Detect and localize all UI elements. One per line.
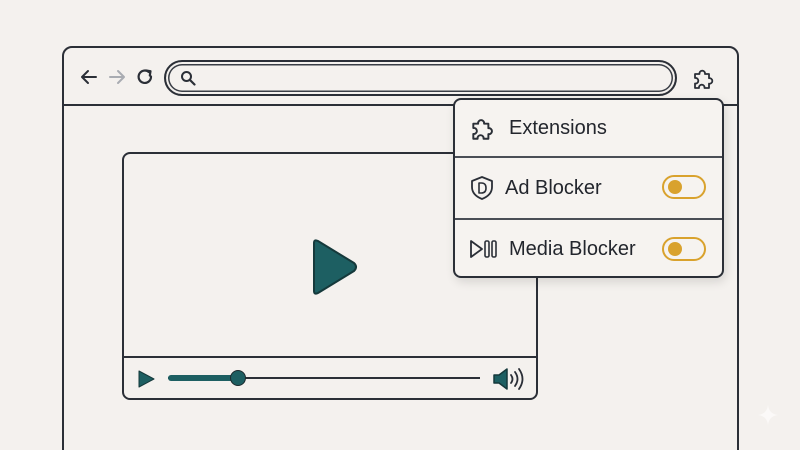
address-bar[interactable] (164, 60, 677, 96)
shield-icon (469, 175, 495, 201)
reload-icon (137, 69, 153, 85)
extension-label: Ad Blocker (505, 176, 602, 199)
extensions-popup-title: Extensions (509, 116, 607, 139)
video-controls (124, 356, 536, 398)
progress-fill (168, 375, 238, 381)
arrow-left-icon (81, 70, 97, 84)
play-icon (138, 370, 155, 388)
forward-button[interactable] (106, 66, 128, 88)
extensions-button[interactable] (690, 64, 718, 92)
play-pause-icon (469, 237, 499, 261)
arrow-right-icon (109, 70, 125, 84)
media-blocker-toggle[interactable] (662, 237, 706, 261)
ad-blocker-toggle[interactable] (662, 175, 706, 199)
play-icon (313, 239, 357, 295)
extensions-popup-header: Extensions (455, 100, 722, 158)
progress-thumb[interactable] (230, 370, 246, 386)
volume-high-icon (493, 368, 524, 390)
sparkle-icon (757, 404, 779, 426)
puzzle-piece-icon (694, 69, 714, 89)
extension-item-media-blocker[interactable]: Media Blocker (455, 218, 722, 278)
extension-label: Media Blocker (509, 237, 636, 260)
puzzle-piece-icon (469, 114, 497, 142)
search-icon (180, 70, 196, 86)
reload-button[interactable] (134, 66, 156, 88)
big-play-button[interactable] (308, 237, 360, 297)
control-play-button[interactable] (136, 369, 156, 389)
toggle-knob (668, 180, 682, 194)
progress-slider[interactable] (168, 370, 480, 386)
address-input[interactable] (204, 62, 675, 94)
browser-toolbar (64, 48, 737, 106)
extensions-popup: Extensions Ad Blocker Media Blocker (453, 98, 724, 278)
extension-item-ad-blocker[interactable]: Ad Blocker (455, 158, 722, 218)
volume-button[interactable] (492, 367, 526, 391)
toggle-knob (668, 242, 682, 256)
back-button[interactable] (78, 66, 100, 88)
